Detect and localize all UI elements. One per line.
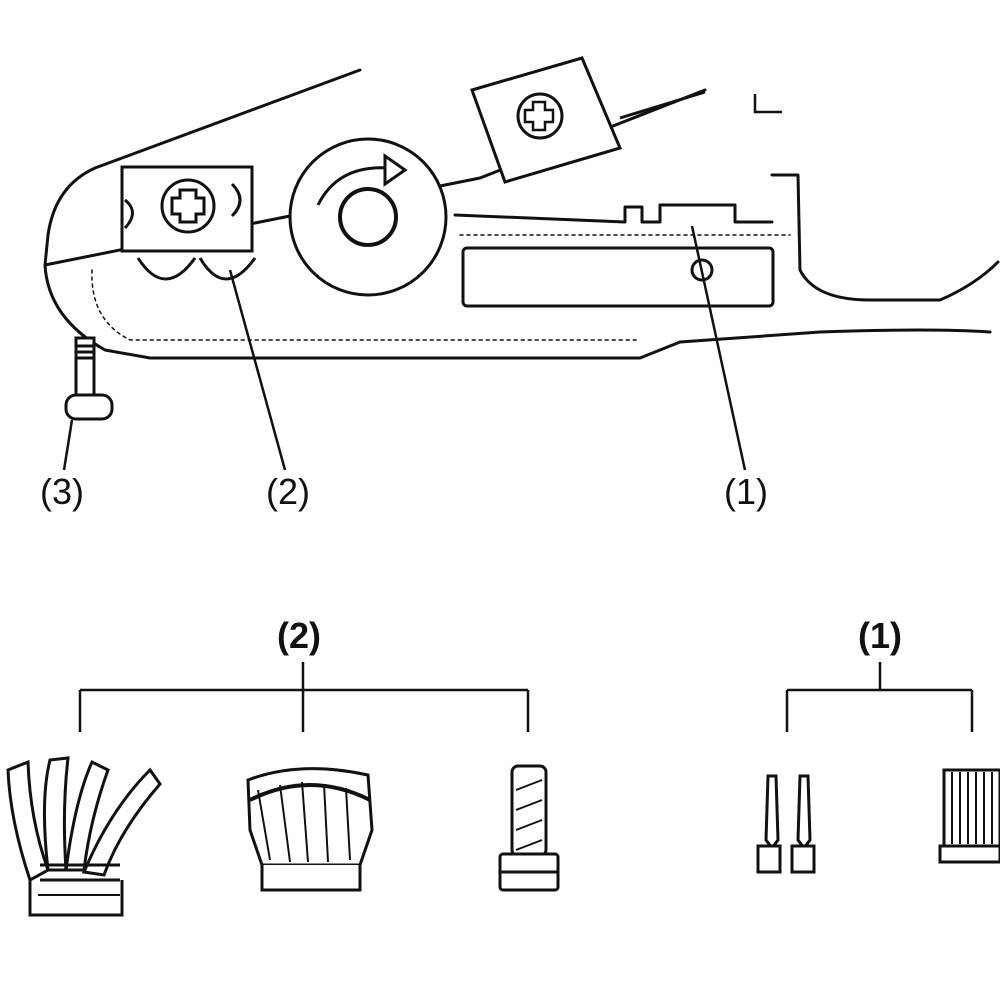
callout-label-3: (3) xyxy=(40,471,84,512)
callout-label-1: (1) xyxy=(724,471,768,512)
group-label-1: (1) xyxy=(858,615,902,656)
thin-wire-ends-icon xyxy=(756,774,816,874)
rotation-arrow-icon xyxy=(316,166,389,206)
screw-icon xyxy=(160,178,216,234)
stranded-wire-icon xyxy=(246,767,374,892)
group-2-bracket xyxy=(78,662,530,732)
stripping-notches xyxy=(136,257,257,281)
ribbon-cable-icon xyxy=(938,768,1000,864)
adjustment-screw xyxy=(64,336,114,421)
group-label-2: (2) xyxy=(277,615,321,656)
solid-conductor-icon xyxy=(498,764,560,892)
splayed-cable-icon xyxy=(6,756,162,917)
upper-blade-block xyxy=(470,56,782,184)
tool-body xyxy=(43,68,1000,360)
rotation-knob xyxy=(288,137,448,297)
group-1-bracket xyxy=(785,662,974,732)
leader-lines xyxy=(62,225,747,471)
callout-label-2: (2) xyxy=(266,471,310,512)
